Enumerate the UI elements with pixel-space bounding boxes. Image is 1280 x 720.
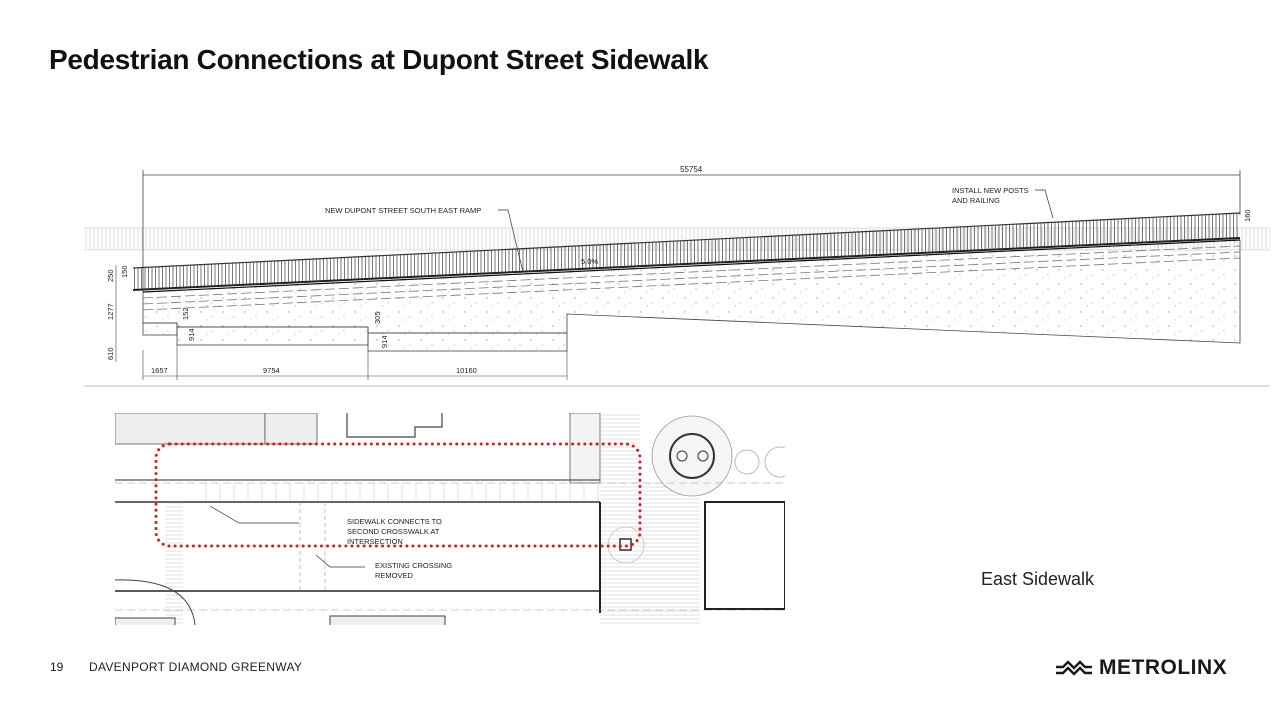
dim-total-length: 55754 bbox=[680, 165, 703, 174]
slope-label: 5.0% bbox=[581, 257, 598, 266]
dim-1277: 1277 bbox=[106, 303, 115, 320]
note-crossing-line2: REMOVED bbox=[375, 571, 414, 580]
metrolinx-wave-icon bbox=[1056, 660, 1092, 676]
sidewalk-plan-drawing: SIDEWALK CONNECTS TO SECOND CROSSWALK AT… bbox=[115, 413, 785, 625]
metrolinx-logo: METROLINX bbox=[1055, 656, 1227, 680]
dim-160: 160 bbox=[1243, 209, 1252, 222]
dim-914a: 914 bbox=[187, 328, 196, 341]
dim-150: 150 bbox=[120, 265, 129, 278]
railing-label-line2: AND RAILING bbox=[952, 196, 1000, 205]
note-sidewalk-line2: SECOND CROSSWALK AT bbox=[347, 527, 440, 536]
slide-title: Pedestrian Connections at Dupont Street … bbox=[49, 44, 709, 75]
dim-305: 305 bbox=[373, 311, 382, 324]
note-crossing-line1: EXISTING CROSSING bbox=[375, 561, 452, 570]
logo-text: METROLINX bbox=[1099, 656, 1228, 679]
dim-610: 610 bbox=[106, 347, 115, 360]
page-number: 19 bbox=[50, 660, 64, 674]
ramp-label: NEW DUPONT STREET SOUTH EAST RAMP bbox=[325, 206, 481, 215]
note-sidewalk-line3: INTERSECTION bbox=[347, 537, 403, 546]
planter-circle bbox=[651, 415, 733, 497]
drawing-caption: East Sidewalk bbox=[981, 569, 1095, 589]
railing-label-line1: INSTALL NEW POSTS bbox=[952, 186, 1029, 195]
project-name: DAVENPORT DIAMOND GREENWAY bbox=[89, 660, 303, 674]
ramp-elevation-drawing: 55754 NEW DUPONT STREET SOUTH EAST RAMP … bbox=[84, 165, 1270, 387]
dim-9754: 9754 bbox=[263, 366, 280, 375]
dim-914b: 914 bbox=[380, 335, 389, 348]
dim-250: 250 bbox=[106, 269, 115, 282]
dim-1657: 1657 bbox=[151, 366, 168, 375]
note-sidewalk-line1: SIDEWALK CONNECTS TO bbox=[347, 517, 442, 526]
dim-152: 152 bbox=[181, 307, 190, 320]
dim-10160: 10160 bbox=[456, 366, 477, 375]
